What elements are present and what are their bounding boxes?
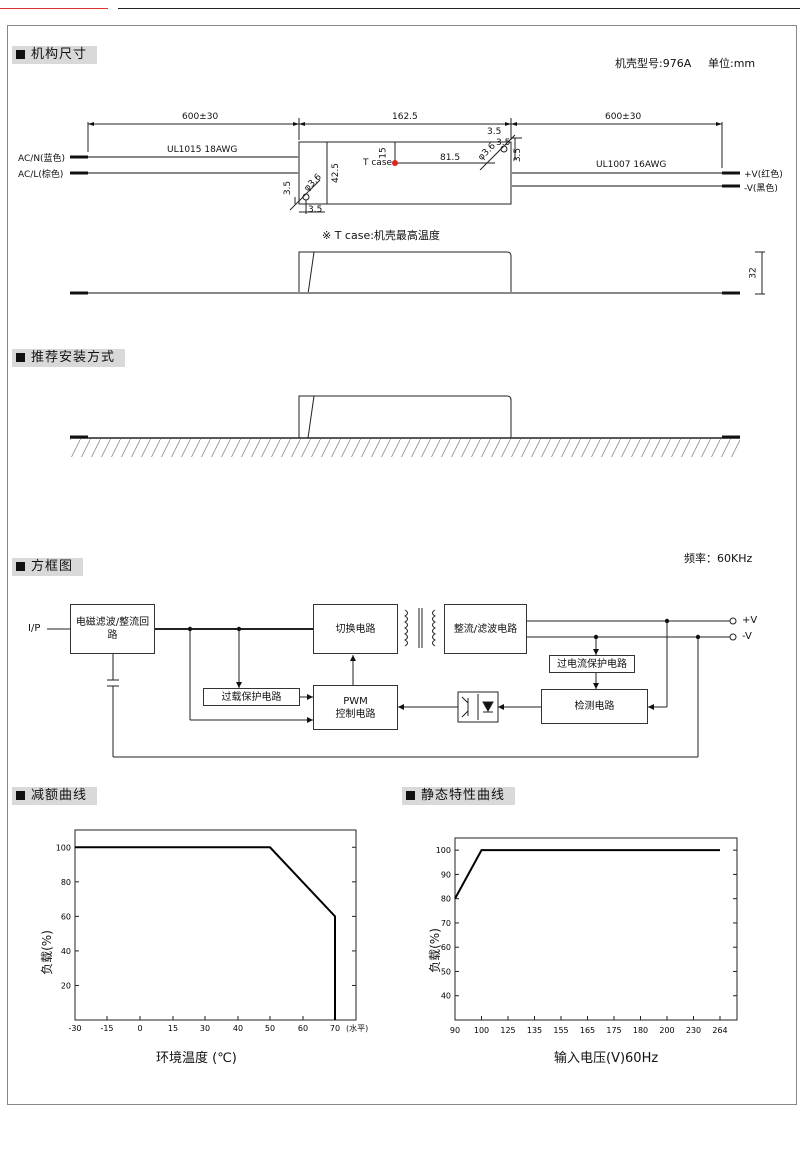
section-block-diagram: 方框图 [12, 558, 84, 576]
derating-x-tick-label: 15 [168, 1024, 178, 1033]
static-x-tick-label: 125 [500, 1026, 515, 1035]
derating-ylabel: 负载(%) [39, 930, 54, 975]
right-cable-spec: UL1007 16AWG [596, 160, 667, 170]
static-x-tick-label: 200 [659, 1026, 674, 1035]
square-bullet-icon [16, 791, 25, 800]
static-plot-area [454, 837, 738, 1021]
section-mounting: 推荐安装方式 [12, 349, 126, 367]
static-x-tick-label: 264 [712, 1026, 727, 1035]
tcase-note: ※ T case:机壳最高温度 [322, 229, 440, 242]
derating-y-tick-label: 80 [61, 878, 71, 887]
header-accent-line [0, 8, 108, 9]
acl-label: AC/L(棕色) [18, 170, 64, 180]
ocp-block: 过电流保护电路 [549, 655, 635, 673]
static-y-tick-label: 80 [441, 895, 451, 904]
header-line [118, 8, 800, 9]
rectifier-block: 整流/滤波电路 [444, 604, 527, 654]
input-label: I/P [28, 623, 41, 634]
vneg-terminal [729, 633, 737, 641]
frequency-label: 频率：60KHz [684, 552, 753, 565]
derating-x-tick-label: 50 [265, 1024, 275, 1033]
derating-x-tick-label: 60 [298, 1024, 308, 1033]
olp-block: 过载保护电路 [203, 688, 300, 706]
derating-x-tick-label: 0 [137, 1024, 142, 1033]
static-x-tick-label: 100 [474, 1026, 489, 1035]
static-y-tick-label: 90 [441, 870, 451, 879]
detect-block: 检测电路 [541, 689, 648, 724]
derating-plot-area [74, 829, 357, 1021]
vpos-label: +V(红色) [744, 170, 783, 180]
static-y-tick-label: 70 [441, 919, 451, 928]
static-y-tick-label: 100 [436, 846, 451, 855]
mounting-surface-hatch [70, 439, 740, 457]
static-y-tick-label: 60 [441, 943, 451, 952]
vpos-output-label: +V [742, 615, 758, 626]
static-y-tick-label: 40 [441, 992, 451, 1001]
static-x-tick-label: 180 [633, 1026, 648, 1035]
square-bullet-icon [406, 791, 415, 800]
derating-series-line [75, 846, 336, 1020]
static-y-tick-label: 50 [441, 967, 451, 976]
square-bullet-icon [16, 50, 25, 59]
content-frame [7, 25, 797, 1105]
derating-x-tick-label: -15 [100, 1024, 113, 1033]
switching-block: 切换电路 [313, 604, 398, 654]
derating-y-tick-label: 40 [61, 947, 71, 956]
left-cable-spec: UL1015 18AWG [167, 145, 238, 155]
derating-y-tick-label: 60 [61, 912, 71, 921]
vneg-label: -V(黑色) [744, 184, 778, 194]
static-x-tick-label: 135 [527, 1026, 542, 1035]
derating-y-tick-label: 20 [61, 981, 71, 990]
section-static: 静态特性曲线 [402, 787, 516, 805]
static-ylabel: 负载(%) [427, 928, 442, 973]
vpos-terminal [729, 617, 737, 625]
emi-filter-block: 电磁滤波/整流回路 [70, 604, 155, 654]
left-cable-length: 600±30 [182, 112, 219, 122]
unit-label: 单位:mm [708, 57, 756, 70]
dim-3-5-d: 3.5 [308, 205, 323, 215]
right-cable-length: 600±30 [605, 112, 642, 122]
tcase-label: T case [363, 158, 393, 168]
square-bullet-icon [16, 353, 25, 362]
transformer-secondary-icon [432, 609, 436, 647]
mounted-housing [298, 395, 512, 438]
static-x-tick-label: 90 [450, 1026, 460, 1035]
derating-x-tick-label: 40 [233, 1024, 243, 1033]
derating-x-tick-label: 30 [200, 1024, 210, 1033]
derating-x-tick-label: 70 [330, 1024, 340, 1033]
body-length: 162.5 [392, 112, 418, 122]
transformer-primary-icon [404, 609, 408, 647]
derating-y-tick-label: 100 [56, 843, 71, 852]
square-bullet-icon [16, 562, 25, 571]
optocoupler-icon [457, 691, 499, 723]
static-x-tick-label: 230 [686, 1026, 701, 1035]
dim-81-5: 81.5 [440, 153, 461, 163]
static-x-tick-label: 155 [553, 1026, 568, 1035]
vneg-output-label: -V [742, 631, 752, 642]
derating-xunit: (水平) [346, 1024, 369, 1033]
derating-x-tick-label: -30 [68, 1024, 81, 1033]
acn-label: AC/N(蓝色) [18, 154, 66, 164]
derating-xlabel: 环境温度 (℃) [156, 1051, 237, 1066]
section-derating: 减额曲线 [12, 787, 98, 805]
tcase-point [392, 160, 398, 166]
case-model: 机壳型号:976A [615, 57, 692, 70]
pwm-block: PWM 控制电路 [313, 685, 398, 730]
static-x-tick-label: 165 [580, 1026, 595, 1035]
static-series-line [454, 849, 720, 900]
dim-3-5-e: 3.5 [496, 138, 511, 148]
static-xlabel: 输入电压(V)60Hz [554, 1051, 659, 1066]
section-dimensions: 机构尺寸 [12, 46, 98, 64]
static-x-tick-label: 175 [606, 1026, 621, 1035]
dim-3-5-a: 3.5 [487, 127, 502, 137]
